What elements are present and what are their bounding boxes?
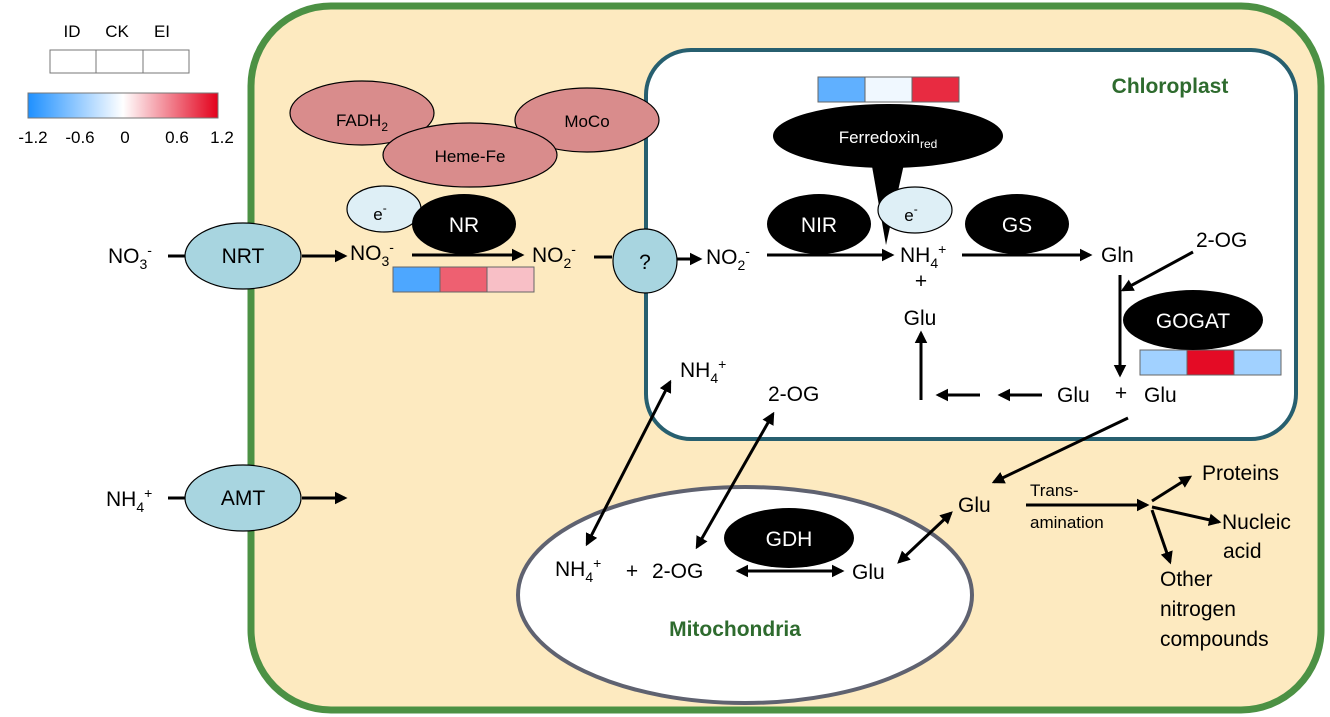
heatmap-cell-id	[392, 266, 441, 293]
arrow-to-proteins	[1151, 475, 1193, 503]
electron-nr: e-	[346, 185, 422, 233]
heatmap-nr	[392, 266, 535, 293]
arrow-2og-exchange	[695, 411, 775, 550]
glu-product-2: Glu	[1144, 384, 1177, 407]
enzyme-nr: NR	[412, 194, 516, 254]
heatmap-cell-ck	[439, 266, 488, 293]
legend: ID CK EI -1.2 -0.6 0 0.6 1.2	[18, 22, 233, 147]
svg-text:GOGAT: GOGAT	[1156, 310, 1230, 333]
gln: Gln	[1101, 244, 1134, 267]
glu-acceptor: Glu	[904, 307, 937, 330]
no3-outside: NO3-	[108, 242, 152, 272]
two-og-chloroplast: 2-OG	[1196, 229, 1247, 252]
heatmap-cell-id	[1139, 349, 1188, 376]
legend-tick: -0.6	[65, 128, 94, 147]
nh4-mito: NH4+	[555, 555, 601, 585]
product-other-3: compounds	[1160, 628, 1269, 651]
plus-mito: +	[626, 560, 638, 583]
legend-tick: -1.2	[18, 128, 47, 147]
svg-text:Ferredoxinred: Ferredoxinred	[839, 128, 938, 151]
product-other-2: nitrogen	[1160, 598, 1236, 621]
legend-col-ei: EI	[154, 22, 170, 41]
enzyme-gdh: GDH	[724, 508, 854, 568]
svg-text:NIR: NIR	[801, 214, 837, 237]
legend-cell-ei	[142, 49, 190, 74]
no3-cytosol: NO3-	[350, 239, 394, 269]
legend-color-scale	[27, 92, 219, 119]
legend-cell-id	[49, 49, 97, 74]
chloroplast-label: Chloroplast	[1112, 75, 1229, 98]
svg-text:AMT: AMT	[221, 487, 266, 510]
enzyme-nir: NIR	[767, 194, 871, 254]
legend-cell-ck	[95, 49, 144, 74]
no2-chloroplast: NO2-	[706, 243, 750, 273]
svg-text:e-: e-	[904, 202, 917, 225]
cofactor-fadh2: FADH2	[289, 80, 435, 146]
glu-product-1: Glu	[1057, 384, 1090, 407]
two-og-mito: 2-OG	[652, 560, 703, 583]
glu-mito: Glu	[852, 561, 885, 584]
heatmap-cell-ei	[911, 76, 960, 103]
svg-text:?: ?	[639, 251, 651, 274]
transporter-unknown: ?	[612, 228, 678, 294]
legend-col-id: ID	[64, 22, 81, 41]
legend-tick: 0	[120, 128, 129, 147]
svg-text:GS: GS	[1002, 214, 1032, 237]
product-other-1: Other	[1160, 568, 1213, 591]
cofactor-moco: MoCo	[514, 87, 660, 153]
svg-text:FADH2: FADH2	[336, 111, 388, 134]
arrow-glu-cytosol	[991, 416, 1129, 484]
glu-cytosol: Glu	[958, 494, 991, 517]
electron-nir: e-	[877, 186, 953, 234]
arrow-to-other	[1150, 509, 1173, 565]
arrow-2og-gogat	[1120, 250, 1194, 292]
nh4-outside: NH4+	[106, 485, 152, 515]
enzyme-gs: GS	[965, 194, 1069, 254]
nh4-chloroplast-export: NH4+	[680, 356, 726, 386]
legend-tick: 1.2	[210, 128, 234, 147]
transporter-amt: AMT	[184, 464, 302, 532]
transamination-line1: Trans-	[1030, 481, 1079, 500]
heatmap-cell-ck	[864, 76, 913, 103]
arrow-to-nucleic	[1151, 505, 1222, 526]
plus-glu-glu: +	[1115, 382, 1127, 405]
heatmap-ferredoxin	[817, 76, 960, 103]
mitochondria-label: Mitochondria	[669, 618, 801, 641]
product-nucleic-2: acid	[1223, 540, 1262, 563]
plus-nh4-glu: +	[915, 270, 927, 293]
heatmap-cell-ei	[1233, 349, 1282, 376]
svg-text:NR: NR	[449, 214, 479, 237]
svg-text:e-: e-	[373, 201, 386, 224]
arrow-nh4-exchange	[585, 379, 672, 547]
product-proteins: Proteins	[1202, 462, 1279, 485]
product-nucleic-1: Nucleic	[1222, 511, 1291, 534]
legend-tick: 0.6	[165, 128, 189, 147]
transamination-line2: amination	[1030, 513, 1104, 532]
two-og-chloroplast-export: 2-OG	[768, 383, 819, 406]
transporter-nrt: NRT	[184, 222, 302, 290]
heatmap-gogat	[1139, 349, 1282, 376]
no2-cytosol: NO2-	[532, 241, 576, 271]
svg-text:GDH: GDH	[766, 528, 813, 551]
svg-text:NRT: NRT	[222, 245, 265, 268]
heatmap-cell-ei	[486, 266, 535, 293]
svg-text:Heme-Fe: Heme-Fe	[435, 147, 506, 166]
nh4-chloroplast: NH4+	[900, 241, 946, 271]
heatmap-cell-ck	[1186, 349, 1235, 376]
enzyme-gogat: GOGAT	[1123, 290, 1263, 350]
cofactor-heme-fe: Heme-Fe	[382, 122, 558, 188]
legend-col-ck: CK	[105, 22, 129, 41]
heatmap-cell-id	[817, 76, 866, 103]
arrow-glu-exchange	[897, 511, 953, 564]
svg-text:MoCo: MoCo	[564, 112, 609, 131]
